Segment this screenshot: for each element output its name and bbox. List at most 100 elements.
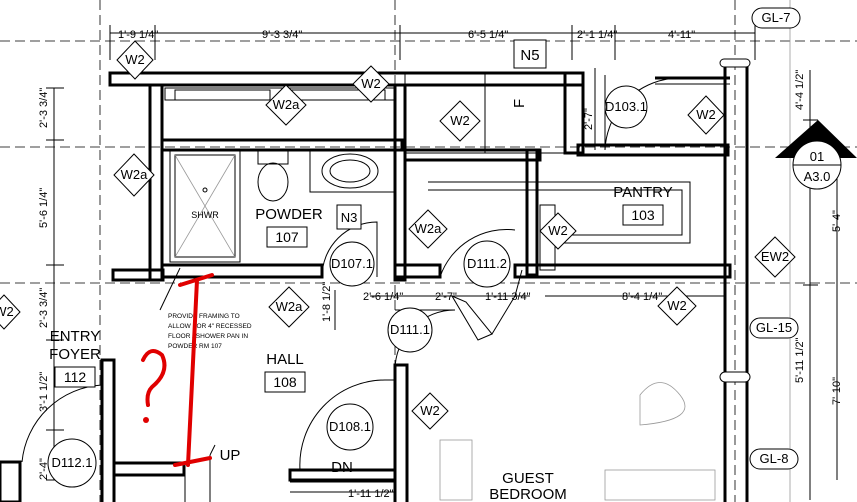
section-number: 01 — [810, 149, 824, 164]
fixtures — [164, 72, 716, 501]
dim-6: 2'-3 3/4" — [38, 88, 50, 128]
svg-text:W2: W2 — [548, 223, 568, 238]
room-name: PANTRY — [613, 184, 672, 201]
room-entry-foyer: ENTRY FOYER 112 — [49, 328, 101, 388]
room-name: POWDER — [255, 206, 323, 223]
svg-text:W2a: W2a — [273, 97, 301, 112]
dim-11: 2'-7" — [435, 291, 457, 303]
dim-12: 1'-11 3/4" — [485, 291, 531, 303]
svg-text:W2: W2 — [125, 52, 145, 67]
dim-17: 4'-4 1/2" — [794, 70, 806, 110]
dim-1: 1'-9 1/4" — [118, 29, 158, 41]
shower-label: SHWR — [191, 210, 219, 220]
wall-tag: W2a — [408, 209, 448, 249]
red-markup-question-mark — [141, 349, 167, 407]
dimension-lines — [46, 25, 838, 500]
section-marker: 01 A3.0 — [775, 120, 857, 190]
svg-text:N5: N5 — [520, 47, 539, 64]
svg-text:W2a: W2a — [415, 221, 443, 236]
svg-text:W2a: W2a — [121, 167, 149, 182]
walls — [0, 63, 749, 502]
room-number: 108 — [273, 374, 297, 390]
wall-tag: W2 — [352, 65, 390, 103]
wall-tag: W2a — [268, 286, 310, 328]
door-tag-d107-1: D107.1 — [329, 241, 375, 287]
dim-10: 2'-6 1/4" — [363, 291, 403, 303]
door-tag-d103-1: D103.1 — [604, 85, 648, 129]
svg-text:GL-8: GL-8 — [760, 451, 789, 466]
dim-19: 5'-11 1/2" — [794, 337, 806, 383]
svg-text:D107.1: D107.1 — [331, 256, 373, 271]
room-number: 103 — [631, 207, 655, 223]
stairs — [184, 444, 395, 502]
svg-text:EW2: EW2 — [761, 249, 789, 264]
wall-tag: W2a — [265, 84, 307, 126]
grid-line-tags: GL-7 GL-15 GL-8 — [719, 7, 801, 470]
svg-text:D108.1: D108.1 — [329, 419, 371, 434]
svg-text:W2: W2 — [361, 76, 381, 91]
red-markup — [141, 273, 214, 467]
fridge-label: F — [511, 99, 528, 108]
door-tag-d112-1: D112.1 — [47, 438, 97, 488]
svg-text:W2: W2 — [696, 107, 716, 122]
stair-up-label: UP — [220, 447, 241, 464]
svg-text:W2a: W2a — [276, 299, 304, 314]
dimension-texts: 1'-9 1/4" 9'-3 3/4" 6'-5 1/4" 2'-1 1/4" … — [38, 29, 843, 500]
dim-13: 8'-4 1/4" — [622, 291, 662, 303]
dim-20: 7'-10" — [831, 377, 843, 405]
fixture-labels: SHWR F UP DN — [191, 99, 528, 476]
grid-tag-gl-8: GL-8 — [749, 448, 799, 470]
dim-8: 2'-3 3/4" — [38, 288, 50, 328]
wall-tag: W2 — [657, 286, 697, 326]
wall-tag: EW2 — [754, 236, 796, 278]
svg-text:N3: N3 — [341, 210, 358, 225]
svg-text:D111.1: D111.1 — [390, 322, 430, 337]
svg-text:W2: W2 — [0, 304, 14, 319]
room-name: ENTRY — [50, 328, 101, 345]
room-hall: HALL 108 — [264, 351, 306, 393]
wall-tag: W2 — [116, 40, 154, 80]
dim-9: 1'-8 1/2" — [321, 282, 333, 322]
svg-text:D111.2: D111.2 — [467, 256, 507, 271]
dim-21: 1'-11 1/2" — [348, 488, 394, 500]
door-tag-d108-1: D108.1 — [326, 403, 374, 451]
room-powder: POWDER 107 — [255, 206, 323, 248]
room-name-line2: FOYER — [49, 346, 101, 363]
svg-text:D103.1: D103.1 — [605, 99, 647, 114]
svg-text:GL-15: GL-15 — [756, 320, 792, 335]
note-line-3: FLOOR / SHOWER PAN IN — [168, 333, 248, 340]
stair-down-label: DN — [331, 459, 353, 476]
room-guest-bedroom: GUEST BEDROOM — [489, 470, 567, 502]
door-tags: D103.1 D107.1 D111.2 D111.1 D108.1 D112.… — [47, 85, 648, 488]
grid-tag-gl-15: GL-15 — [749, 317, 799, 339]
svg-text:D112.1: D112.1 — [52, 455, 93, 470]
keynote-n3: N3 — [336, 204, 362, 230]
wall-tag: W2a — [113, 153, 155, 197]
wall-tag: W2 — [539, 212, 577, 250]
door-tag-d111-1: D111.1 — [387, 307, 433, 353]
room-name-line2: BEDROOM — [489, 486, 567, 502]
red-markup-question-dot — [143, 417, 149, 423]
dim-16: 2'-7" — [583, 108, 595, 130]
wall-type-tags: W2 W2 W2a W2 W2 W2a W2a W2 — [0, 40, 796, 430]
svg-text:W2: W2 — [450, 113, 470, 128]
room-name: GUEST — [502, 470, 554, 487]
svg-text:GL-7: GL-7 — [762, 10, 791, 25]
wall-tag: W2 — [687, 95, 725, 135]
wall-tag: W2 — [439, 100, 481, 142]
dim-14: 3'-1 1/2" — [38, 372, 50, 412]
svg-text:W2: W2 — [667, 298, 687, 313]
grid-tag-gl-7: GL-7 — [751, 7, 801, 29]
wall-tag: W2 — [0, 294, 21, 330]
dim-18: 5'-4" — [831, 210, 843, 232]
dim-7: 5'-6 1/4" — [38, 188, 50, 228]
wall-tag: W2 — [411, 392, 449, 430]
room-pantry: PANTRY 103 — [613, 184, 673, 226]
red-markup-bracket — [173, 273, 214, 467]
svg-text:W2: W2 — [420, 403, 440, 418]
section-sheet: A3.0 — [804, 169, 831, 184]
keynotes: N5 N3 — [336, 39, 547, 230]
dim-4: 2'-1 1/4" — [577, 29, 617, 41]
framing-note: PROVIDE FRAMING TO ALLOW FOR 4" RECESSED… — [159, 267, 252, 350]
